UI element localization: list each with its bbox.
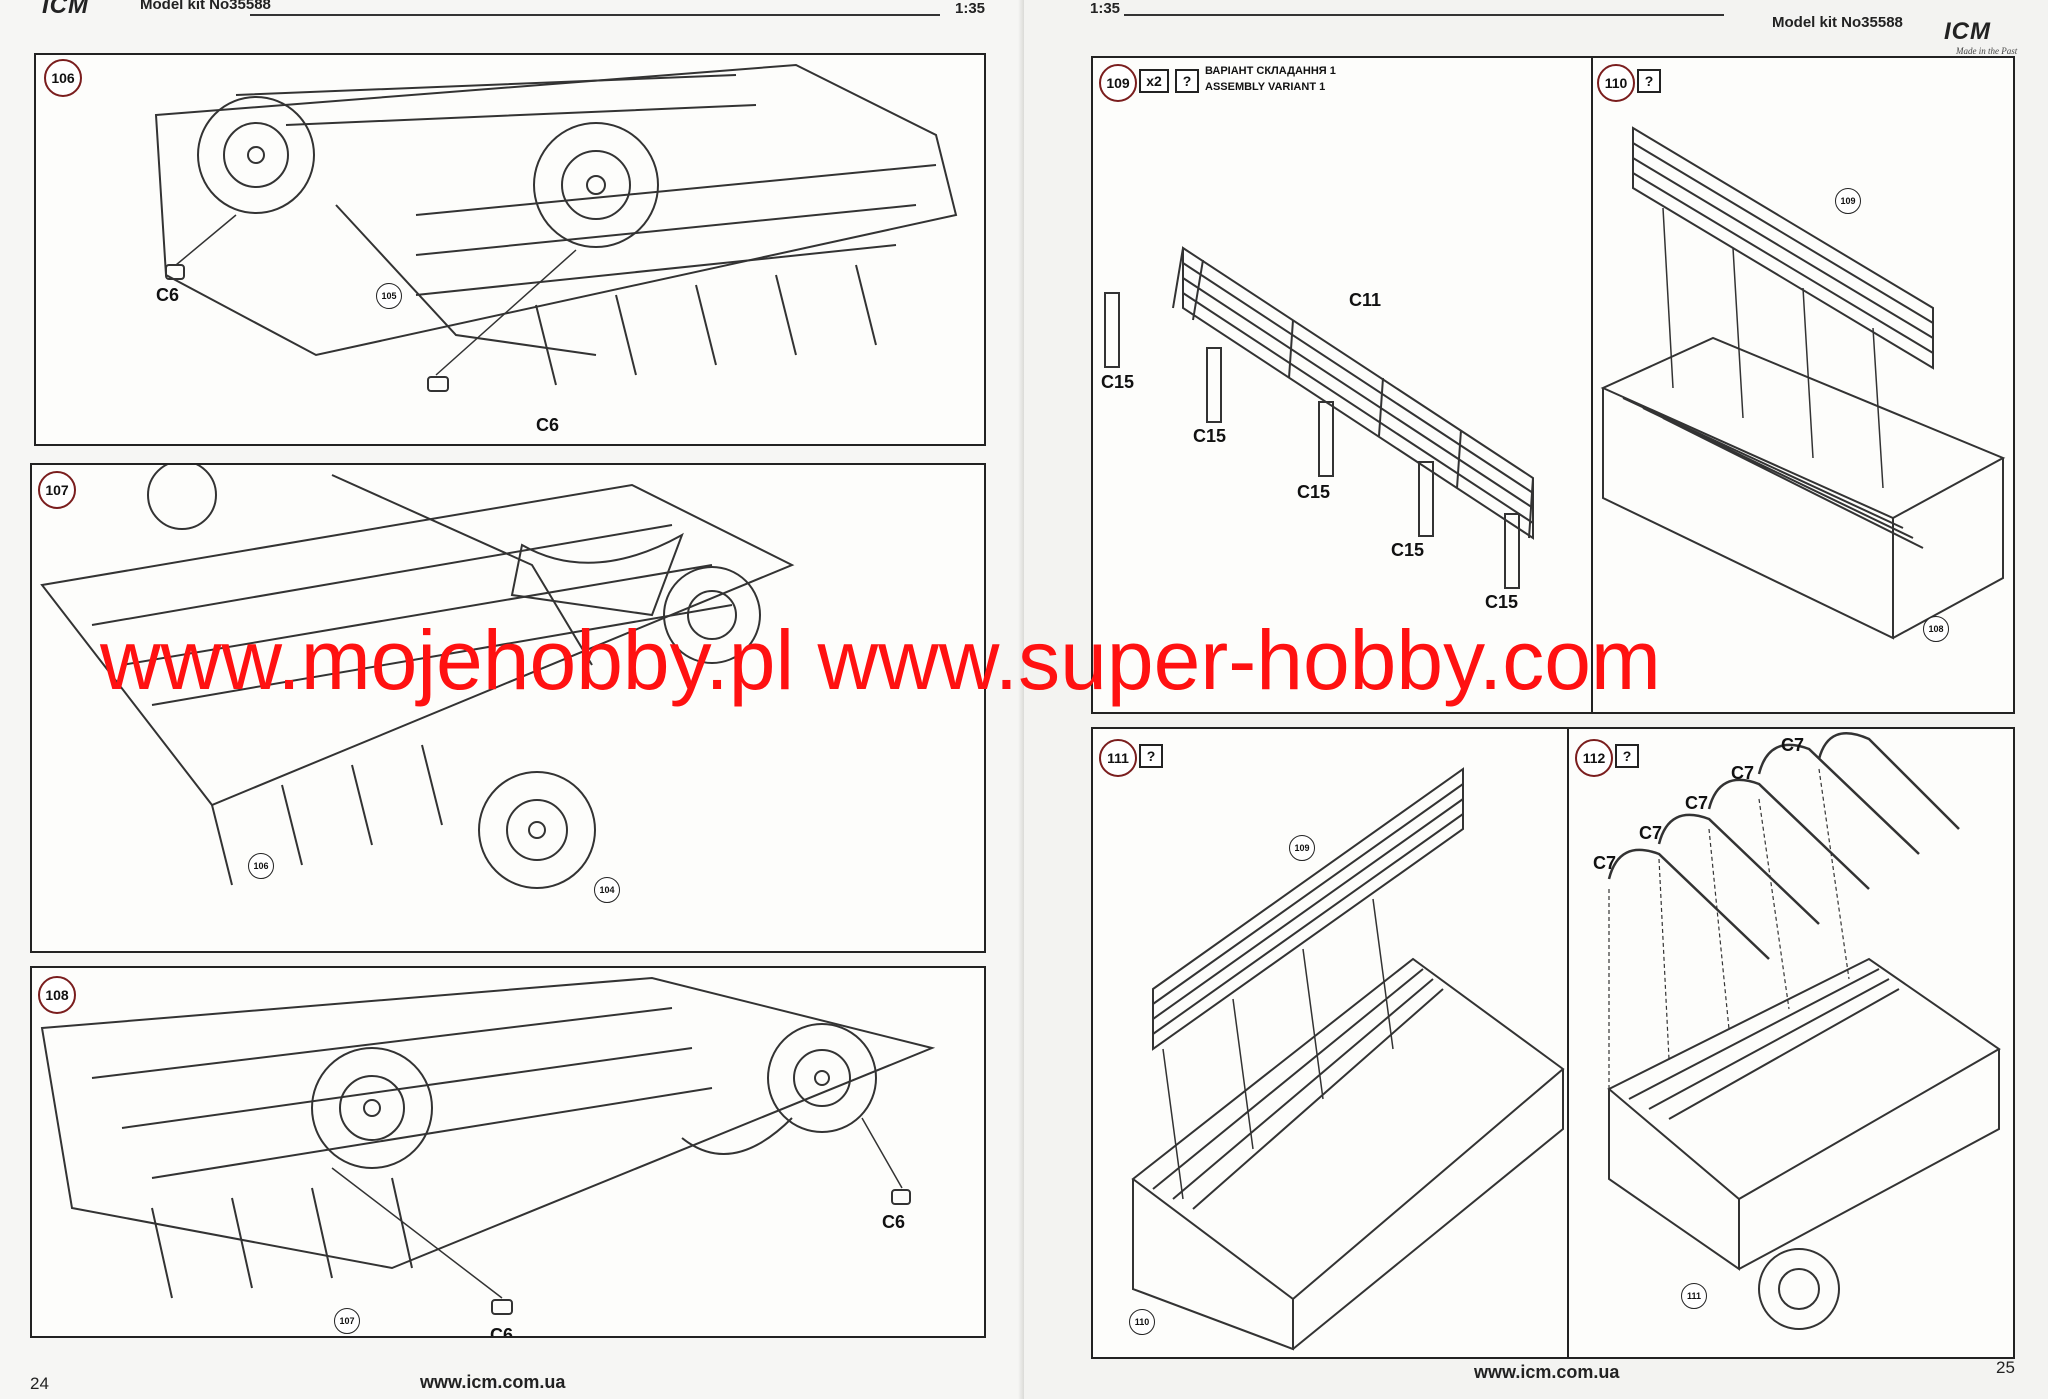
truck-bed-with-bows-drawing bbox=[1607, 731, 2001, 1330]
step-108-panel: 108 C6 C6 107 bbox=[30, 966, 986, 1338]
step-111-number: 111 bbox=[1099, 739, 1137, 777]
repeat-x2-badge: x2 bbox=[1139, 69, 1169, 93]
part-label-c6: C6 bbox=[536, 415, 560, 435]
ref-step-107: 107 bbox=[334, 1308, 360, 1334]
step-106-panel: 106 C6 C6 105 bbox=[34, 53, 986, 446]
ref-step-108: 108 bbox=[1923, 616, 1949, 642]
part-label-c6: C6 bbox=[882, 1212, 906, 1232]
step-107-number: 107 bbox=[38, 471, 76, 509]
ref-step-105: 105 bbox=[376, 283, 402, 309]
chassis-underside-drawing bbox=[40, 976, 936, 1315]
part-label-c15: C15 bbox=[1391, 540, 1425, 560]
assembly-variant-en: ASSEMBLY VARIANT 1 bbox=[1205, 81, 1326, 93]
part-label-c7: C7 bbox=[1685, 793, 1709, 813]
part-label-c15: C15 bbox=[1101, 372, 1135, 392]
step-109-number: 109 bbox=[1099, 64, 1137, 102]
truck-bed-drawing bbox=[1600, 126, 2006, 640]
ref-step-109: 109 bbox=[1835, 188, 1861, 214]
left-page: ICM Model kit No35588 1:35 106 bbox=[30, 0, 986, 1393]
truck-bed-drawing bbox=[1131, 767, 1565, 1351]
step-112-number: 112 bbox=[1575, 739, 1613, 777]
part-label-c15: C15 bbox=[1297, 482, 1331, 502]
step-110-panel: 110 ? 109 108 bbox=[1591, 56, 2015, 714]
step-106-number: 106 bbox=[44, 59, 82, 97]
part-label-c7: C7 bbox=[1593, 853, 1617, 873]
step-112-panel: 112 ? C7 C7 C7 C7 C7 111 bbox=[1567, 727, 2015, 1359]
header-rule bbox=[1124, 14, 1724, 16]
header-rule bbox=[250, 14, 940, 16]
part-label-c6: C6 bbox=[490, 1325, 514, 1338]
part-label-c7: C7 bbox=[1731, 763, 1755, 783]
scale-label: 1:35 bbox=[955, 0, 986, 17]
brand-logo: ICM bbox=[42, 0, 89, 19]
footer-url: www.icm.com.ua bbox=[1474, 1362, 1620, 1382]
step-109-panel: 109 x2 ? ВАРІАНТ СКЛАДАННЯ 1 ASSEMBLY VA… bbox=[1091, 56, 1603, 714]
ref-step-109: 109 bbox=[1289, 835, 1315, 861]
step-107-panel: 107 106 104 bbox=[30, 463, 986, 953]
footer-url: www.icm.com.ua bbox=[420, 1372, 566, 1392]
side-board-drawing bbox=[1104, 246, 1534, 589]
page-number: 25 bbox=[1996, 1358, 2015, 1377]
part-label-c7: C7 bbox=[1781, 735, 1805, 755]
ref-step-104: 104 bbox=[594, 877, 620, 903]
chassis-underside-drawing bbox=[40, 465, 795, 889]
ref-step-110: 110 bbox=[1129, 1309, 1155, 1335]
part-label-c6: C6 bbox=[156, 285, 180, 305]
help-question-icon: ? bbox=[1139, 744, 1163, 768]
model-kit-label: Model kit No35588 bbox=[140, 0, 271, 13]
model-kit-label: Model kit No35588 bbox=[1772, 14, 1903, 31]
part-label-c15: C15 bbox=[1193, 426, 1227, 446]
step-110-number: 110 bbox=[1597, 64, 1635, 102]
watermark-text: www.mojehobby.pl www.super-hobby.com bbox=[100, 613, 1661, 707]
brand-tagline: Made in the Past bbox=[1956, 46, 2018, 56]
help-question-icon: ? bbox=[1637, 69, 1661, 93]
part-label-c11: C11 bbox=[1349, 290, 1382, 310]
ref-step-111: 111 bbox=[1681, 1283, 1707, 1309]
assembly-variant-ua: ВАРІАНТ СКЛАДАННЯ 1 bbox=[1205, 65, 1336, 77]
brand-logo: ICM bbox=[1944, 18, 1991, 45]
part-label-c7: C7 bbox=[1639, 823, 1663, 843]
help-question-icon: ? bbox=[1175, 69, 1199, 93]
ref-step-106: 106 bbox=[248, 853, 274, 879]
scale-label: 1:35 bbox=[1090, 0, 1121, 17]
step-111-panel: 111 ? 109 110 bbox=[1091, 727, 1583, 1359]
page-number: 24 bbox=[30, 1374, 49, 1393]
step-108-number: 108 bbox=[38, 976, 76, 1014]
part-label-c15: C15 bbox=[1485, 592, 1519, 612]
chassis-underside-drawing bbox=[154, 63, 958, 392]
right-page: 1:35 Model kit No35588 ICM Made in the P… bbox=[1024, 0, 2048, 1399]
help-question-icon: ? bbox=[1615, 744, 1639, 768]
